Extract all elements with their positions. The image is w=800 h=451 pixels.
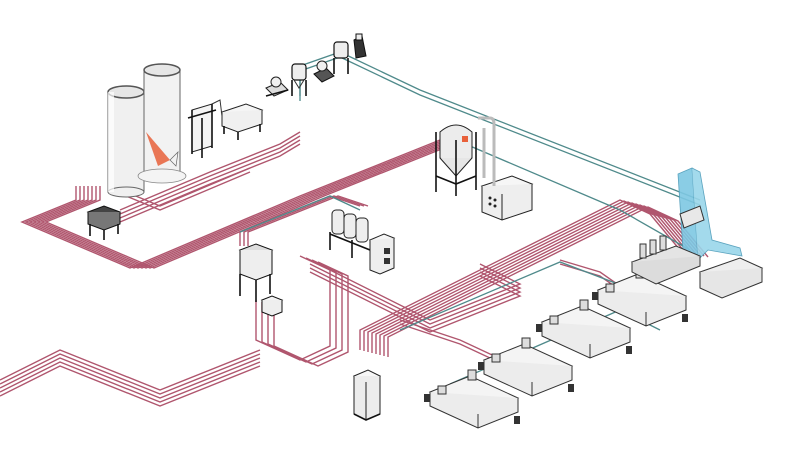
material-line	[363, 200, 685, 351]
injection-molding-machines	[424, 267, 688, 429]
material-line	[267, 259, 343, 365]
material-line	[375, 203, 697, 354]
material-line	[125, 171, 251, 211]
hopper-loader-icon	[333, 41, 349, 74]
injection-molding-machine-icon	[424, 369, 520, 429]
injection-molding-machine-icon	[536, 299, 632, 359]
material-line	[247, 195, 369, 246]
material-line	[371, 202, 693, 353]
material-line	[359, 199, 681, 350]
material-line	[0, 365, 261, 407]
vacuum-line	[239, 195, 361, 233]
material-line	[0, 349, 261, 391]
heater-highlight	[462, 136, 468, 142]
material-line	[32, 139, 453, 269]
material-line	[119, 131, 301, 211]
material-line	[119, 135, 301, 215]
material-line	[0, 361, 261, 403]
material-line	[309, 259, 522, 321]
storage-silo-icon	[107, 85, 145, 198]
manifold-distribution-station-icon	[86, 205, 122, 240]
material-line	[243, 195, 365, 246]
material-line	[0, 357, 261, 399]
material-line	[119, 139, 301, 219]
material-cone-highlight	[146, 132, 170, 166]
blown-film-extrusion-line-icon	[630, 167, 764, 299]
injection-molding-machine-icon	[478, 337, 574, 397]
gravimetric-dosing-unit-icon	[238, 243, 274, 302]
injection-molding-machine-icon	[592, 267, 688, 327]
material-line	[125, 167, 251, 207]
regrind-bin-icon	[260, 295, 284, 317]
material-line	[261, 257, 337, 363]
material-line	[273, 261, 349, 367]
material-line	[309, 271, 522, 333]
material-line	[0, 353, 261, 395]
vacuum-pump-icon	[265, 76, 289, 97]
multi-hopper-dryer-icon	[329, 209, 371, 258]
material-line	[24, 139, 445, 269]
vacuum-lines	[239, 51, 701, 385]
hopper-loader-icon	[291, 63, 307, 96]
central-control-panel-icon	[352, 369, 382, 421]
bulk-bag-unloader-icon	[187, 99, 223, 158]
material-line	[367, 201, 689, 352]
drum-station-icon	[220, 103, 264, 140]
control-cabinet-icon	[368, 233, 396, 275]
central-filter-icon	[353, 33, 367, 59]
material-line	[20, 139, 441, 269]
drying-hopper-icon	[435, 124, 477, 196]
dehumidifying-dryer-icon	[478, 116, 534, 221]
material-line	[28, 139, 449, 269]
vacuum-line	[455, 139, 691, 251]
material-line	[379, 204, 701, 355]
storage-silo-with-cutaway-icon	[137, 63, 187, 184]
material-lines	[0, 131, 709, 407]
material-line	[309, 267, 522, 329]
vacuum-pump-icon	[313, 60, 335, 83]
